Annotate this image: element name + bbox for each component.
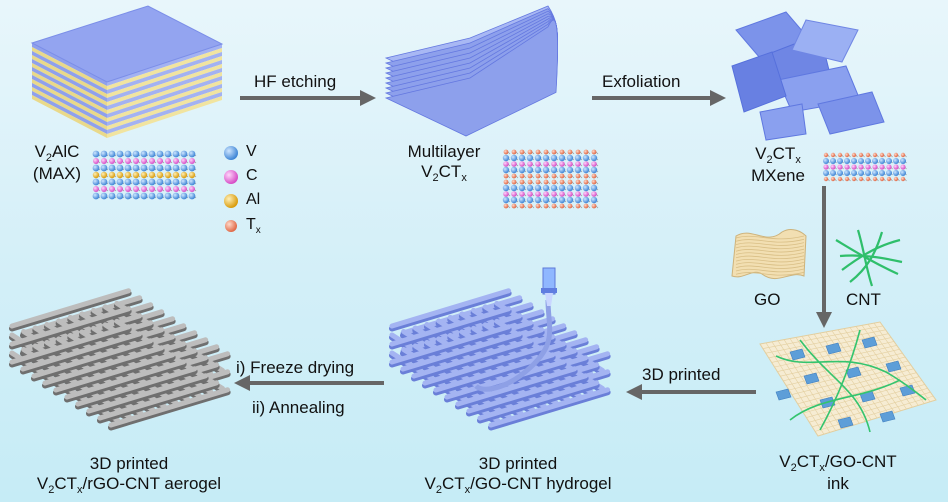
ink-label: V2CTx/GO-CNT ink	[779, 452, 897, 493]
freeze-drying-label: i) Freeze drying	[236, 358, 355, 377]
annealing-label: ii) Annealing	[252, 398, 345, 417]
legend-tx-label: Tx	[246, 216, 261, 236]
go-sheet	[731, 229, 807, 280]
hydrogel-label: 3D printed V2CTx/GO-CNT hydrogel	[424, 454, 612, 496]
max-phase-stack	[30, 5, 224, 138]
max-label: V2AlC (MAX)	[32, 142, 82, 183]
cnt-label: CNT	[846, 290, 881, 309]
mxene-flakes	[731, 11, 885, 141]
cnt-network	[835, 229, 903, 287]
legend-v-marker	[224, 146, 238, 160]
ink-mesh	[759, 321, 937, 437]
legend-c-marker	[224, 170, 238, 184]
hydrogel-scaffold	[389, 288, 611, 431]
legend-al-label: Al	[246, 191, 261, 208]
mxene-lattice	[823, 152, 907, 182]
3d-printed-step-label: 3D printed	[642, 365, 721, 384]
arrow-hf-etching	[240, 90, 376, 106]
arrow-3d-printed	[626, 384, 756, 400]
arrow-post-process	[234, 375, 384, 391]
arrow-exfoliation	[592, 90, 726, 106]
exfoliation-label: Exfoliation	[602, 72, 681, 91]
legend-v-label: V	[246, 143, 257, 160]
multilayer-label: Multilayer V2CTx	[407, 142, 481, 184]
legend-c-label: C	[246, 167, 258, 184]
hf-etching-label: HF etching	[254, 72, 337, 91]
aerogel-label: 3D printed V2CTx/rGO-CNT aerogel	[36, 454, 222, 496]
arrow-to-ink	[816, 186, 832, 328]
legend-tx-marker	[225, 220, 237, 232]
mxene-label: V2CTx MXene	[751, 144, 805, 185]
multilayer-lattice	[502, 149, 599, 209]
multilayer-stack	[384, 5, 558, 137]
max-lattice	[92, 150, 197, 200]
aerogel-scaffold	[9, 288, 231, 431]
legend-al-marker	[224, 194, 238, 208]
printing-nozzle	[474, 267, 557, 392]
go-label: GO	[754, 290, 781, 309]
